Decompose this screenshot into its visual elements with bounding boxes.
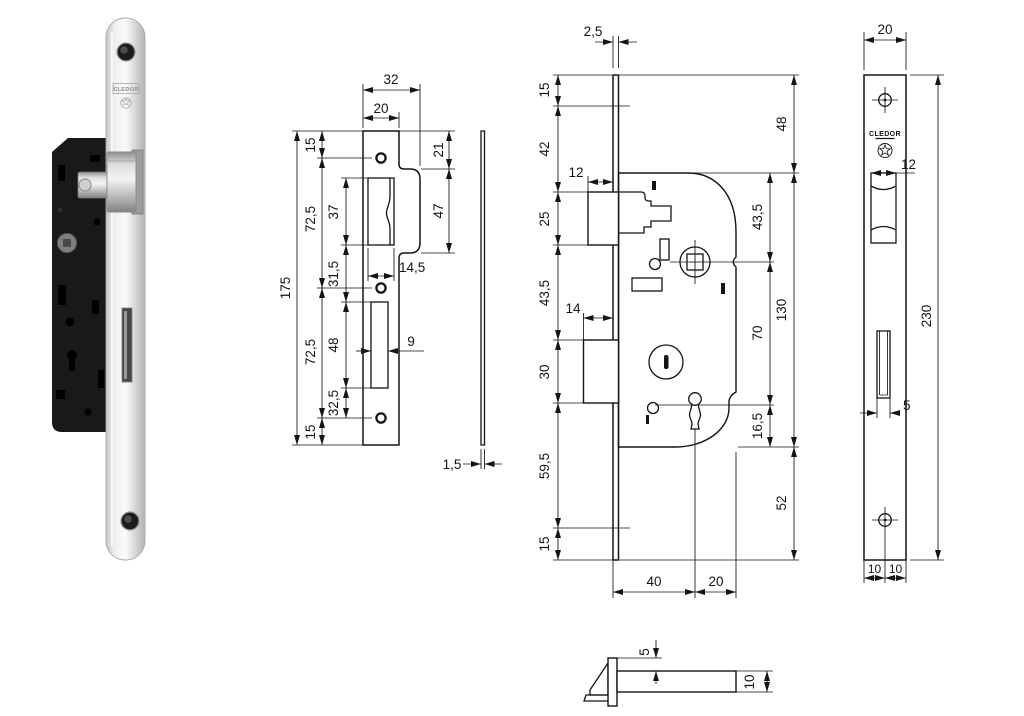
dim-label: 40 (646, 574, 661, 589)
dim-label: 31,5 (326, 261, 341, 287)
strike-plate-edge-view (463, 130, 502, 469)
dim-label: 15 (537, 82, 552, 97)
dim-label: 72,5 (303, 206, 318, 232)
latch-bolt-photo (77, 149, 144, 215)
star-icon (878, 143, 892, 156)
dim-label: 52 (774, 495, 789, 510)
dim-label: 47 (431, 203, 446, 218)
strike-hole-middle (375, 282, 387, 294)
dim-label: 15 (303, 424, 318, 439)
dim-label: 30 (537, 364, 552, 379)
strike-hole-top (375, 152, 387, 164)
dim-label: 10 (889, 562, 903, 576)
dim-label: 37 (326, 204, 341, 219)
strike-plate-outline (362, 130, 421, 446)
faceplate-drawing: CLEDOR (860, 22, 944, 583)
dim-label: 15 (303, 137, 318, 152)
dim-label: 20 (373, 101, 388, 116)
dim-label: 20 (877, 22, 892, 37)
dim-label: 10 (868, 562, 882, 576)
brand-text: CLEDOR (869, 131, 901, 138)
product-photo: CLEDOR (52, 17, 146, 561)
dim-label: 70 (750, 325, 765, 340)
brand-stamp: CLEDOR (869, 131, 901, 158)
dim-label: 72,5 (303, 339, 318, 365)
faceplate-outline (863, 74, 907, 561)
brand-text-photo: CLEDOR (113, 87, 138, 93)
dim-label: 59,5 (537, 453, 552, 479)
dim-label: 32,5 (326, 390, 341, 416)
case-dimension-lines (555, 39, 797, 595)
faceplate-dimension-lines (860, 37, 941, 581)
faceplate-edge-lines (612, 74, 620, 561)
deadbolt-opening (876, 330, 891, 399)
lock-case-drawing: 2,5 12 14 15 42 25 43,5 30 59,5 15 43,5 … (537, 24, 799, 598)
deadbolt-slot-photo (121, 307, 133, 383)
latch-bolt-shape (583, 657, 737, 707)
latch-opening (870, 172, 897, 244)
strike-extension-lines (292, 84, 455, 446)
dim-label: 130 (774, 299, 789, 322)
dim-label: 25 (537, 211, 552, 226)
dim-label: 43,5 (750, 204, 765, 230)
latch-window (367, 177, 395, 246)
star-icon (121, 97, 131, 106)
dim-label: 12 (568, 165, 583, 180)
latch-dimension-lines (653, 640, 770, 692)
deadbolt-head (582, 339, 620, 404)
dim-label: 48 (326, 337, 341, 352)
screw-hole-bottom-photo (120, 511, 140, 531)
deadbolt-window (370, 301, 389, 389)
dim-label: 16,5 (750, 413, 765, 439)
dim-label: 43,5 (537, 280, 552, 306)
dim-label: 32 (383, 72, 398, 87)
strike-dimension-lines (294, 87, 452, 445)
dim-label: 9 (407, 334, 415, 349)
screw-hole-bottom (872, 507, 898, 533)
dim-label: 14,5 (399, 260, 425, 275)
dim-label: 15 (537, 536, 552, 551)
dim-label: 5 (637, 648, 652, 656)
dim-label: 1,5 (443, 457, 462, 472)
dim-label: 175 (278, 277, 293, 300)
cylinder-hole (648, 344, 684, 380)
dim-label: 12 (901, 157, 916, 172)
screw-hole-top (872, 87, 898, 113)
case-internal-details (631, 181, 725, 424)
dim-label: 5 (903, 398, 911, 413)
dim-label: 10 (742, 674, 757, 689)
dim-label: 14 (565, 301, 581, 316)
dim-label: 2,5 (584, 24, 603, 39)
dim-label: 42 (537, 141, 552, 156)
latch-head (587, 191, 620, 246)
strike-plate-drawing: 32 20 21 47 37 31,5 48 32,5 15 72,5 72,5… (278, 72, 502, 472)
dim-label: 21 (431, 142, 446, 157)
screw-hole-top-photo (116, 42, 136, 62)
dim-label: 48 (774, 116, 789, 131)
lock-case-outline (617, 172, 737, 448)
strike-hole-bottom (375, 412, 387, 424)
latch-window-bolt-face (385, 178, 391, 245)
latch-mechanism (618, 191, 672, 234)
brand-stamp-photo: CLEDOR (112, 83, 140, 109)
latch-bolt-drawing: 5 10 (583, 640, 773, 707)
dim-label: 230 (919, 305, 934, 328)
dim-label: 20 (708, 574, 723, 589)
